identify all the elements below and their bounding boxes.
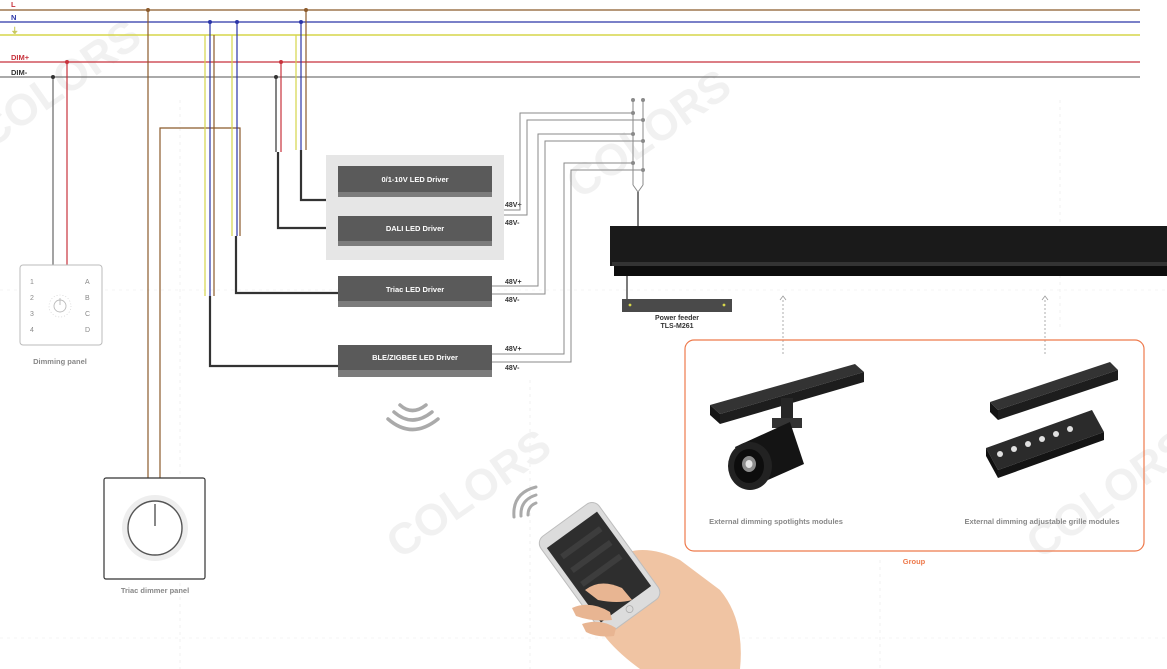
ble-driver-wires [204, 22, 338, 368]
watermark-text-1: COLORS [0, 10, 150, 158]
power-feeder-name: Power feeder [655, 315, 699, 322]
wireless-signal-icon [386, 403, 440, 432]
terminal-dots [631, 98, 645, 172]
junction-dot [51, 75, 55, 79]
dimming-panel-caption: Dimming panel [33, 357, 87, 366]
phone-in-hand-image [538, 502, 741, 669]
panel-letter-c: C [85, 311, 90, 318]
v010-dali-wires [275, 10, 338, 230]
watermark-text-3: COLORS [378, 420, 560, 568]
panel-num-3: 3 [30, 311, 34, 318]
triac-dimmer-panel [103, 477, 206, 580]
bus-l-label: L [11, 0, 16, 9]
v010-dali-minus-label: 48V- [505, 220, 520, 227]
track-rail [610, 226, 1167, 276]
triac-plus-label: 48V+ [505, 279, 522, 286]
power-feeder-model: TLS-M261 [660, 323, 693, 330]
panel-letter-a: A [85, 279, 90, 286]
power-feeder: Power feeder TLS-M261 [622, 299, 732, 330]
driver-ble-label: BLE/ZIGBEE LED Driver [372, 353, 458, 362]
junction-dot [274, 75, 278, 79]
junction-dot [279, 60, 283, 64]
triac-panel-wires [147, 10, 241, 478]
panel-num-4: 4 [30, 327, 34, 334]
driver-triac-label: Triac LED Driver [386, 285, 444, 294]
junction-dot [299, 20, 303, 24]
driver-triac: Triac LED Driver [338, 276, 492, 307]
junction-dot [304, 8, 308, 12]
dimming-panel: 1 2 3 4 A B C D [19, 264, 103, 346]
ble-minus-label: 48V- [505, 365, 520, 372]
junction-dot [65, 60, 69, 64]
triac-panel-caption: Triac dimmer panel [121, 586, 189, 595]
driver-v010-label: 0/1-10V LED Driver [381, 175, 448, 184]
spotlight-module-image [710, 364, 864, 490]
driver-dali-label: DALI LED Driver [386, 224, 444, 233]
triac-minus-label: 48V- [505, 297, 520, 304]
group-label: Group [903, 557, 926, 566]
driver-v010: 0/1-10V LED Driver [338, 166, 492, 197]
group-box [684, 339, 1145, 552]
bus-lines [0, 9, 1140, 78]
dashed-arrows [779, 295, 1049, 356]
grille-caption: External dimming adjustable grille modul… [964, 517, 1119, 526]
panel-letter-d: D [85, 327, 90, 334]
junction-dot [235, 20, 239, 24]
driver-dali: DALI LED Driver [338, 216, 492, 246]
dimmer-knob-icon [127, 500, 183, 556]
junction-dot [208, 20, 212, 24]
wifi-icon [512, 485, 538, 519]
panel-letter-b: B [85, 295, 90, 302]
triac-driver-wires [231, 22, 338, 295]
panel-num-1: 1 [30, 279, 34, 286]
bus-pe-label: ⏚ [11, 26, 19, 35]
v010-dali-plus-label: 48V+ [505, 202, 522, 209]
bus-dimplus-label: DIM+ [11, 53, 30, 62]
background-grid [0, 100, 1167, 669]
bus-n-label: N [11, 13, 16, 22]
panel-num-2: 2 [30, 295, 34, 302]
junction-dot [146, 8, 150, 12]
dimming-panel-wires [52, 62, 68, 265]
spotlight-caption: External dimming spotlights modules [709, 517, 843, 526]
bus-dimminus-label: DIM- [11, 68, 28, 77]
ble-plus-label: 48V+ [505, 346, 522, 353]
grille-module-image [986, 362, 1118, 478]
driver-ble: BLE/ZIGBEE LED Driver [338, 345, 492, 377]
